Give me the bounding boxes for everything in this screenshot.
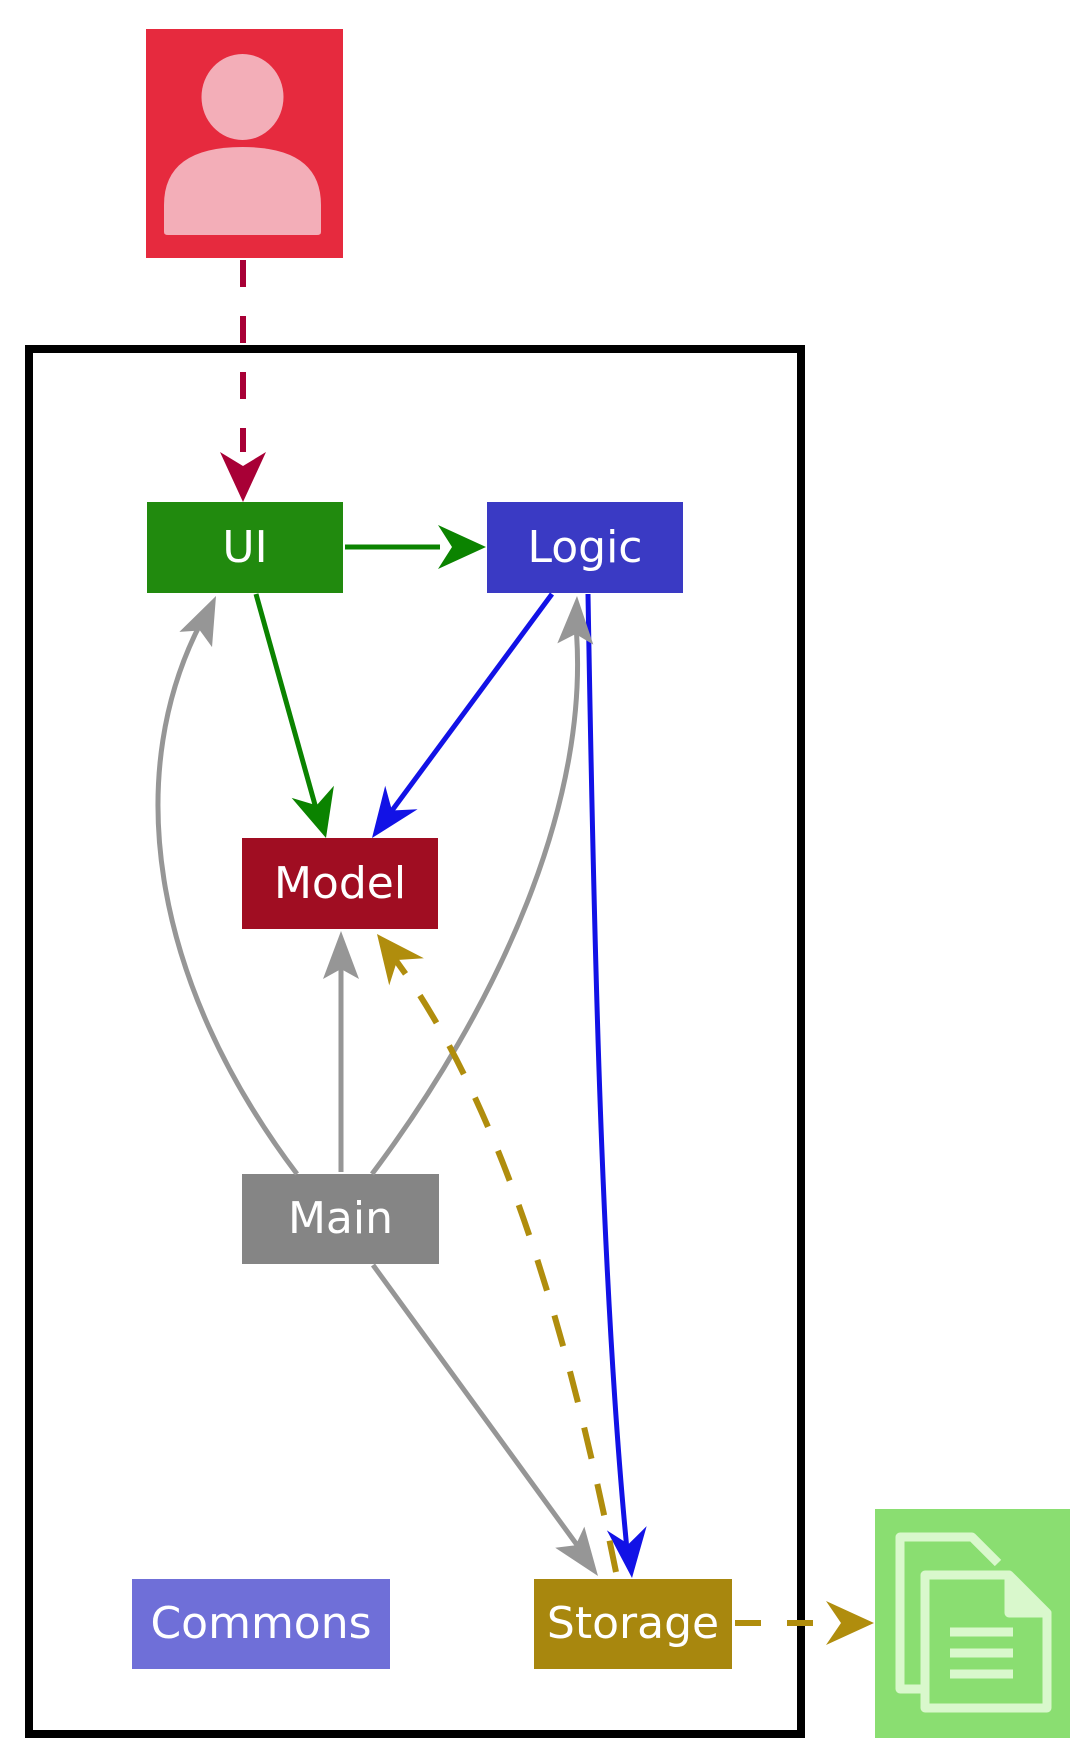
node-commons-label: Commons	[150, 1598, 372, 1649]
person-icon	[146, 29, 343, 258]
node-model-label: Model	[273, 857, 407, 909]
node-logic-label: Logic	[527, 521, 643, 573]
person-icon-graphic	[146, 29, 343, 258]
system-boundary	[25, 345, 805, 1738]
node-storage: Storage	[534, 1579, 732, 1669]
node-ui-label: UI	[222, 521, 268, 573]
node-commons: Commons	[132, 1579, 390, 1669]
node-logic: Logic	[487, 502, 683, 593]
documents-icon-graphic	[875, 1509, 1070, 1738]
arrowhead	[826, 1601, 874, 1645]
node-model: Model	[242, 838, 438, 929]
node-main-label: Main	[287, 1193, 394, 1244]
node-main: Main	[242, 1174, 439, 1264]
node-storage-label: Storage	[546, 1598, 720, 1649]
documents-icon	[875, 1509, 1070, 1738]
node-ui: UI	[147, 502, 343, 593]
